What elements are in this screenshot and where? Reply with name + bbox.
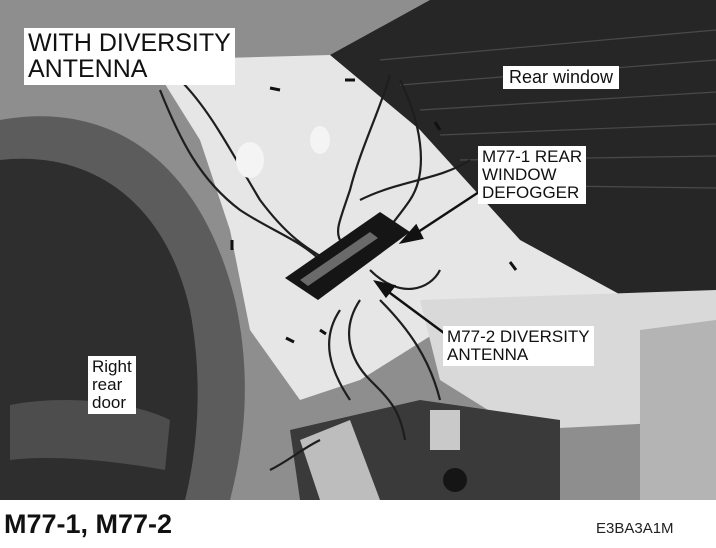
trim-highlight (310, 126, 330, 154)
right-rear-door-label: Right rear door (88, 356, 136, 414)
arrow-head-m77-1 (398, 223, 424, 244)
side-panel (640, 320, 716, 500)
door-armrest (10, 400, 170, 470)
leader-arrows (373, 188, 483, 338)
arrow-head-m77-2 (373, 280, 397, 299)
wiring-harness (158, 74, 471, 471)
figure-caption: M77-1, M77-2 (4, 509, 173, 539)
rear-window-label: Rear window (503, 66, 620, 89)
arrow-line-m77-1 (411, 188, 483, 238)
photo: WITH DIVERSITY ANTENNA Rear window M77-1… (0, 0, 716, 500)
arrow-line-m77-2 (385, 288, 449, 338)
m77-2-antenna-label: M77-2 DIVERSITY ANTENNA (443, 326, 594, 366)
trim-clip-marks (230, 78, 518, 344)
grommet (443, 468, 467, 492)
bracket (430, 410, 460, 450)
trim-highlight (236, 142, 264, 178)
m77-1-defogger-label: M77-1 REAR WINDOW DEFOGGER (478, 146, 587, 204)
figure-code: E3BA3A1M (596, 520, 674, 537)
with-diversity-antenna-label: WITH DIVERSITY ANTENNA (24, 28, 235, 85)
module-label-strip (300, 232, 378, 286)
